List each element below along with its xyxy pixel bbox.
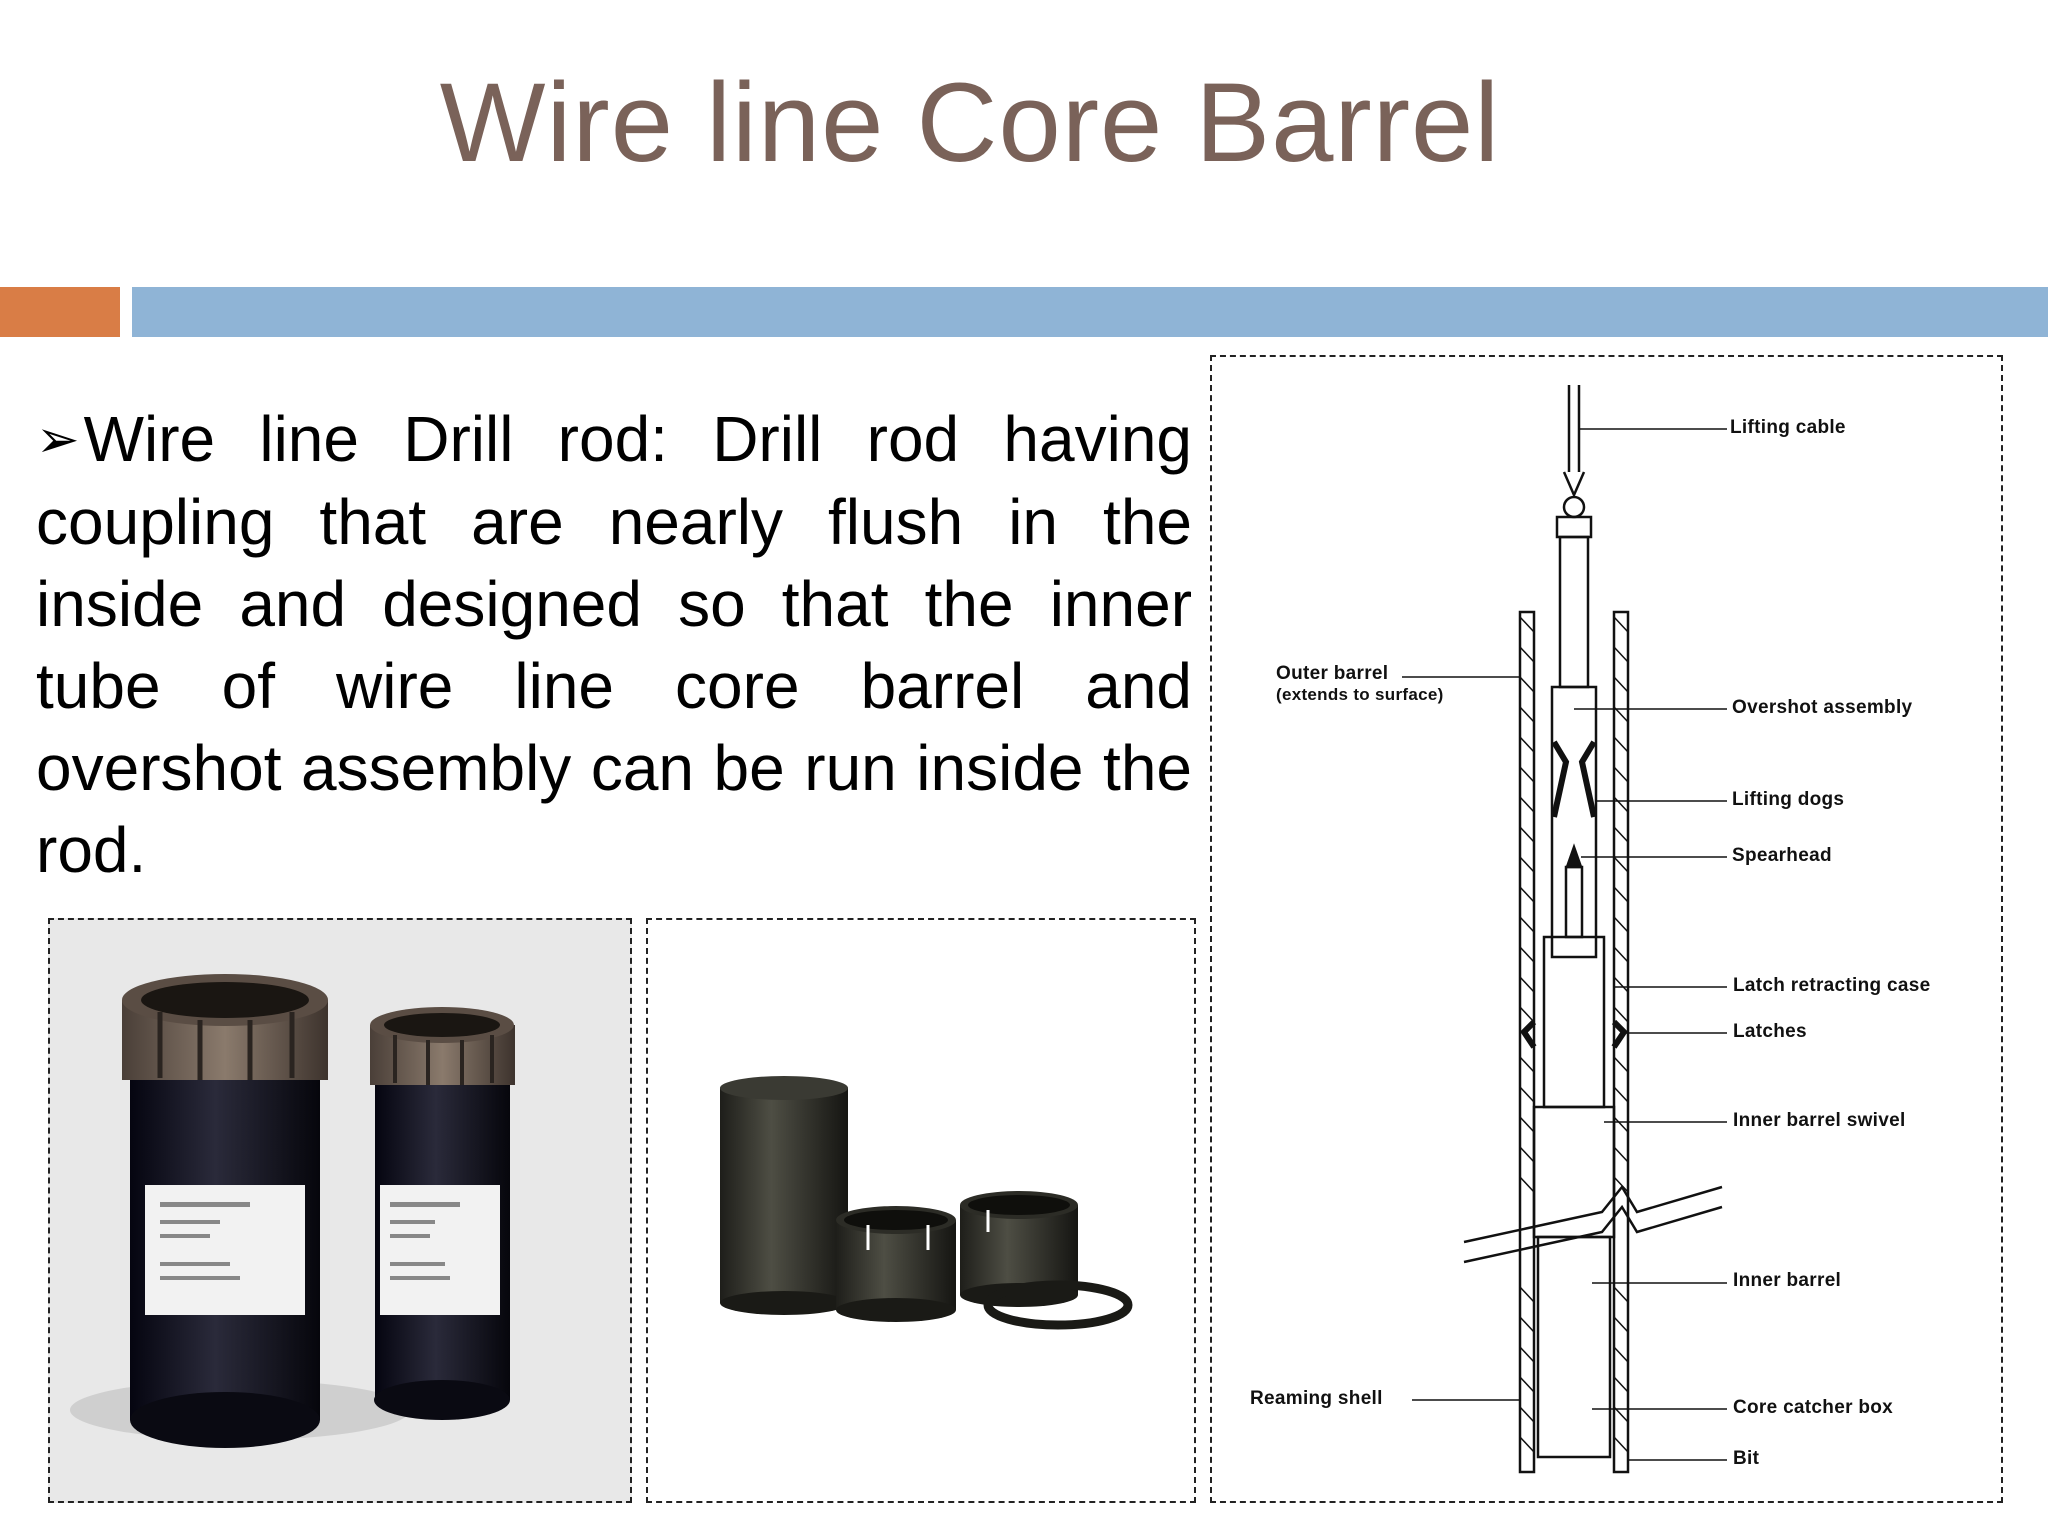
label-outer-barrel: Outer barrel <box>1276 663 1389 684</box>
wireline-core-barrel-diagram: Lifting cable Outer barrel (extends to s… <box>1210 355 2003 1503</box>
label-spearhead: Spearhead <box>1732 845 1832 866</box>
label-lifting-dogs: Lifting dogs <box>1732 789 1845 810</box>
label-overshot-assembly: Overshot assembly <box>1732 697 1913 718</box>
bullet-paragraph: ➢Wire line Drill rod: Drill rod having c… <box>36 398 1192 891</box>
label-inner-barrel: Inner barrel <box>1733 1270 1842 1291</box>
label-bit: Bit <box>1733 1448 1760 1469</box>
core-bits-photo <box>48 918 632 1503</box>
label-latch-retracting-case: Latch retracting case <box>1733 975 1931 996</box>
label-core-catcher-box: Core catcher box <box>1733 1397 1894 1418</box>
bullet-arrow-icon: ➢ <box>36 411 80 469</box>
accent-bar-orange <box>0 287 120 337</box>
core-lifter-parts-photo <box>646 918 1196 1503</box>
label-reaming-shell: Reaming shell <box>1250 1388 1383 1409</box>
label-inner-barrel-swivel: Inner barrel swivel <box>1733 1110 1906 1131</box>
accent-bar-blue <box>132 287 2048 337</box>
label-lifting-cable: Lifting cable <box>1730 417 1846 438</box>
label-latches: Latches <box>1733 1021 1807 1042</box>
bullet-text: Wire line Drill rod: Drill rod having co… <box>36 403 1192 886</box>
slide-title: Wire line Core Barrel <box>439 60 1501 185</box>
label-outer-barrel-note: (extends to surface) <box>1276 685 1444 704</box>
